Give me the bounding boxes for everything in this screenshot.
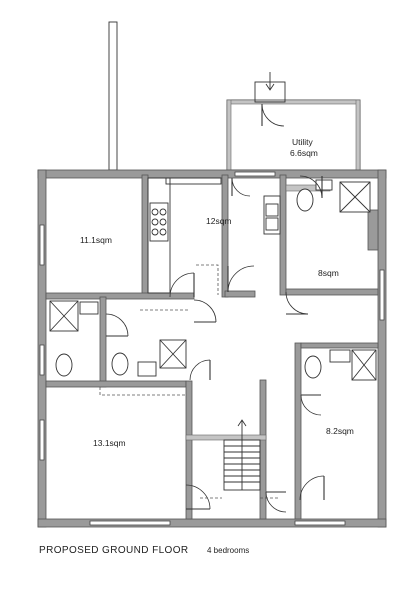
- left-bathroom-fixtures: [49, 300, 187, 377]
- plan-subtitle: 4 bedrooms: [207, 546, 250, 555]
- flue-pipe: [108, 21, 118, 171]
- plan-title: PROPOSED GROUND FLOOR: [39, 545, 189, 556]
- utility-name-label: Utility: [292, 137, 314, 147]
- staircase: [223, 419, 261, 491]
- kitchen-area-label: 12sqm: [206, 216, 232, 226]
- right-bathroom-fixtures: [304, 349, 377, 381]
- bedroom-4-area-label: 8.2sqm: [326, 426, 354, 436]
- utility-area-label: 6.6sqm: [290, 148, 318, 158]
- internal-walls: [45, 174, 379, 520]
- kitchen-fixtures: [147, 177, 222, 294]
- windows: [39, 171, 385, 526]
- room-labels: Utility 6.6sqm 11.1sqm 12sqm 8sqm 13.1sq…: [80, 137, 354, 448]
- bedroom-1-area-label: 11.1sqm: [80, 235, 112, 245]
- bedroom-3-area-label: 13.1sqm: [93, 438, 126, 448]
- top-right-fixtures: [263, 179, 371, 235]
- bedroom-2-area-label: 8sqm: [318, 268, 339, 278]
- dashed-lines: [99, 264, 280, 499]
- doors: [105, 175, 325, 513]
